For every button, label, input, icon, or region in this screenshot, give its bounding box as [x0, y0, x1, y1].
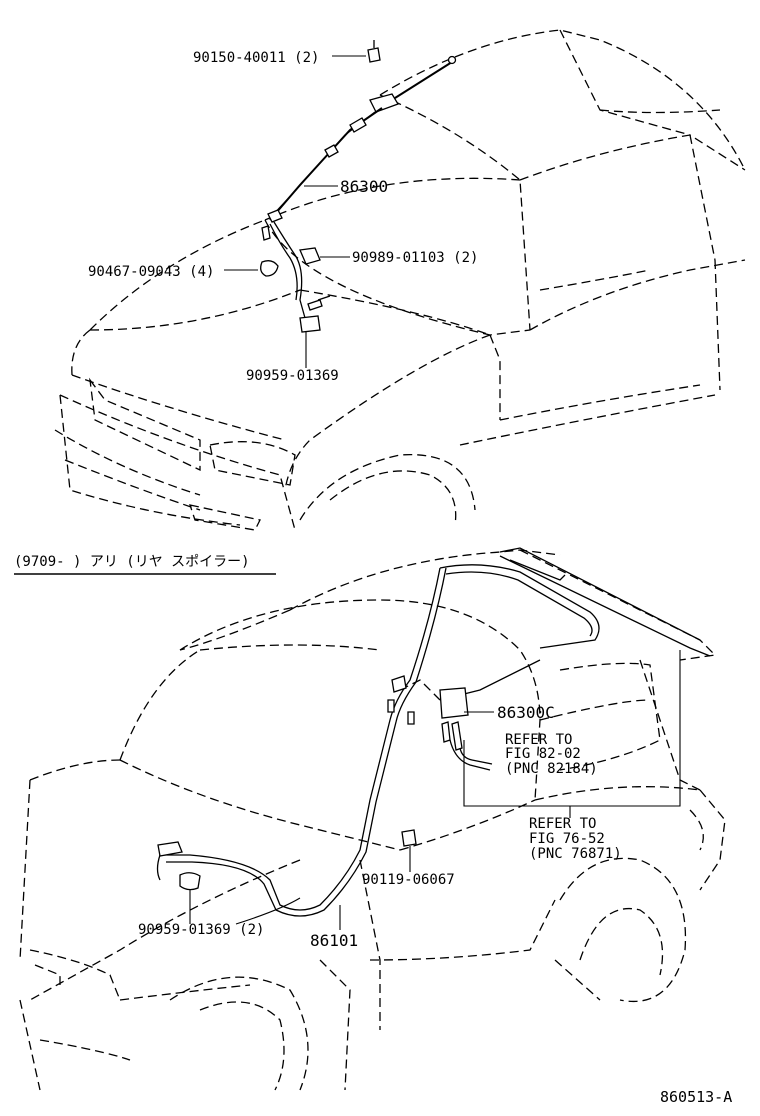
lower-antenna-cable — [156, 564, 600, 917]
upper-leaders — [224, 55, 366, 368]
upper-vehicle-outline — [54, 29, 746, 531]
label-connector: 90959-01369 — [246, 368, 339, 384]
connector3-icon — [179, 872, 201, 891]
lower-leaders — [189, 650, 681, 930]
label-clip-right: 90989-01103 (2) — [352, 250, 478, 266]
label-screw: 90119-06067 — [362, 872, 455, 888]
label-refer2-line3: (PNC 76871) — [529, 846, 622, 862]
amplifier-icon — [439, 687, 469, 719]
upper-antenna-assembly — [260, 40, 457, 333]
clip-icon — [299, 247, 321, 265]
label-connector2: 90959-01369 (2) — [138, 922, 264, 938]
figure-code: 860513-A — [660, 1088, 732, 1106]
label-refer1-line1: REFER TO — [505, 732, 572, 748]
label-refer2-line2: FIG 76-52 — [529, 831, 605, 847]
bolt-icon — [367, 47, 381, 63]
antenna-base-icon — [369, 93, 399, 113]
label-bolt: 90150-40011 (2) — [193, 50, 319, 66]
label-antenna-c: 86300C — [497, 703, 555, 722]
antenna-tip-icon — [447, 55, 457, 65]
label-refer1-line2: FIG 82-02 — [505, 746, 581, 762]
label-refer1-line3: (PNC 82184) — [505, 761, 598, 777]
section-heading: (9709- ) アリ (リヤ スポイラー) — [14, 554, 250, 570]
connector2-icon — [157, 841, 183, 857]
label-clip-left: 90467-09043 (4) — [88, 264, 214, 280]
label-cable: 86101 — [310, 931, 358, 950]
connector-icon — [299, 315, 321, 333]
label-refer2-line1: REFER TO — [529, 816, 596, 832]
clamp-icon — [260, 260, 279, 277]
screw-icon — [401, 829, 417, 847]
label-antenna: 86300 — [340, 177, 388, 196]
